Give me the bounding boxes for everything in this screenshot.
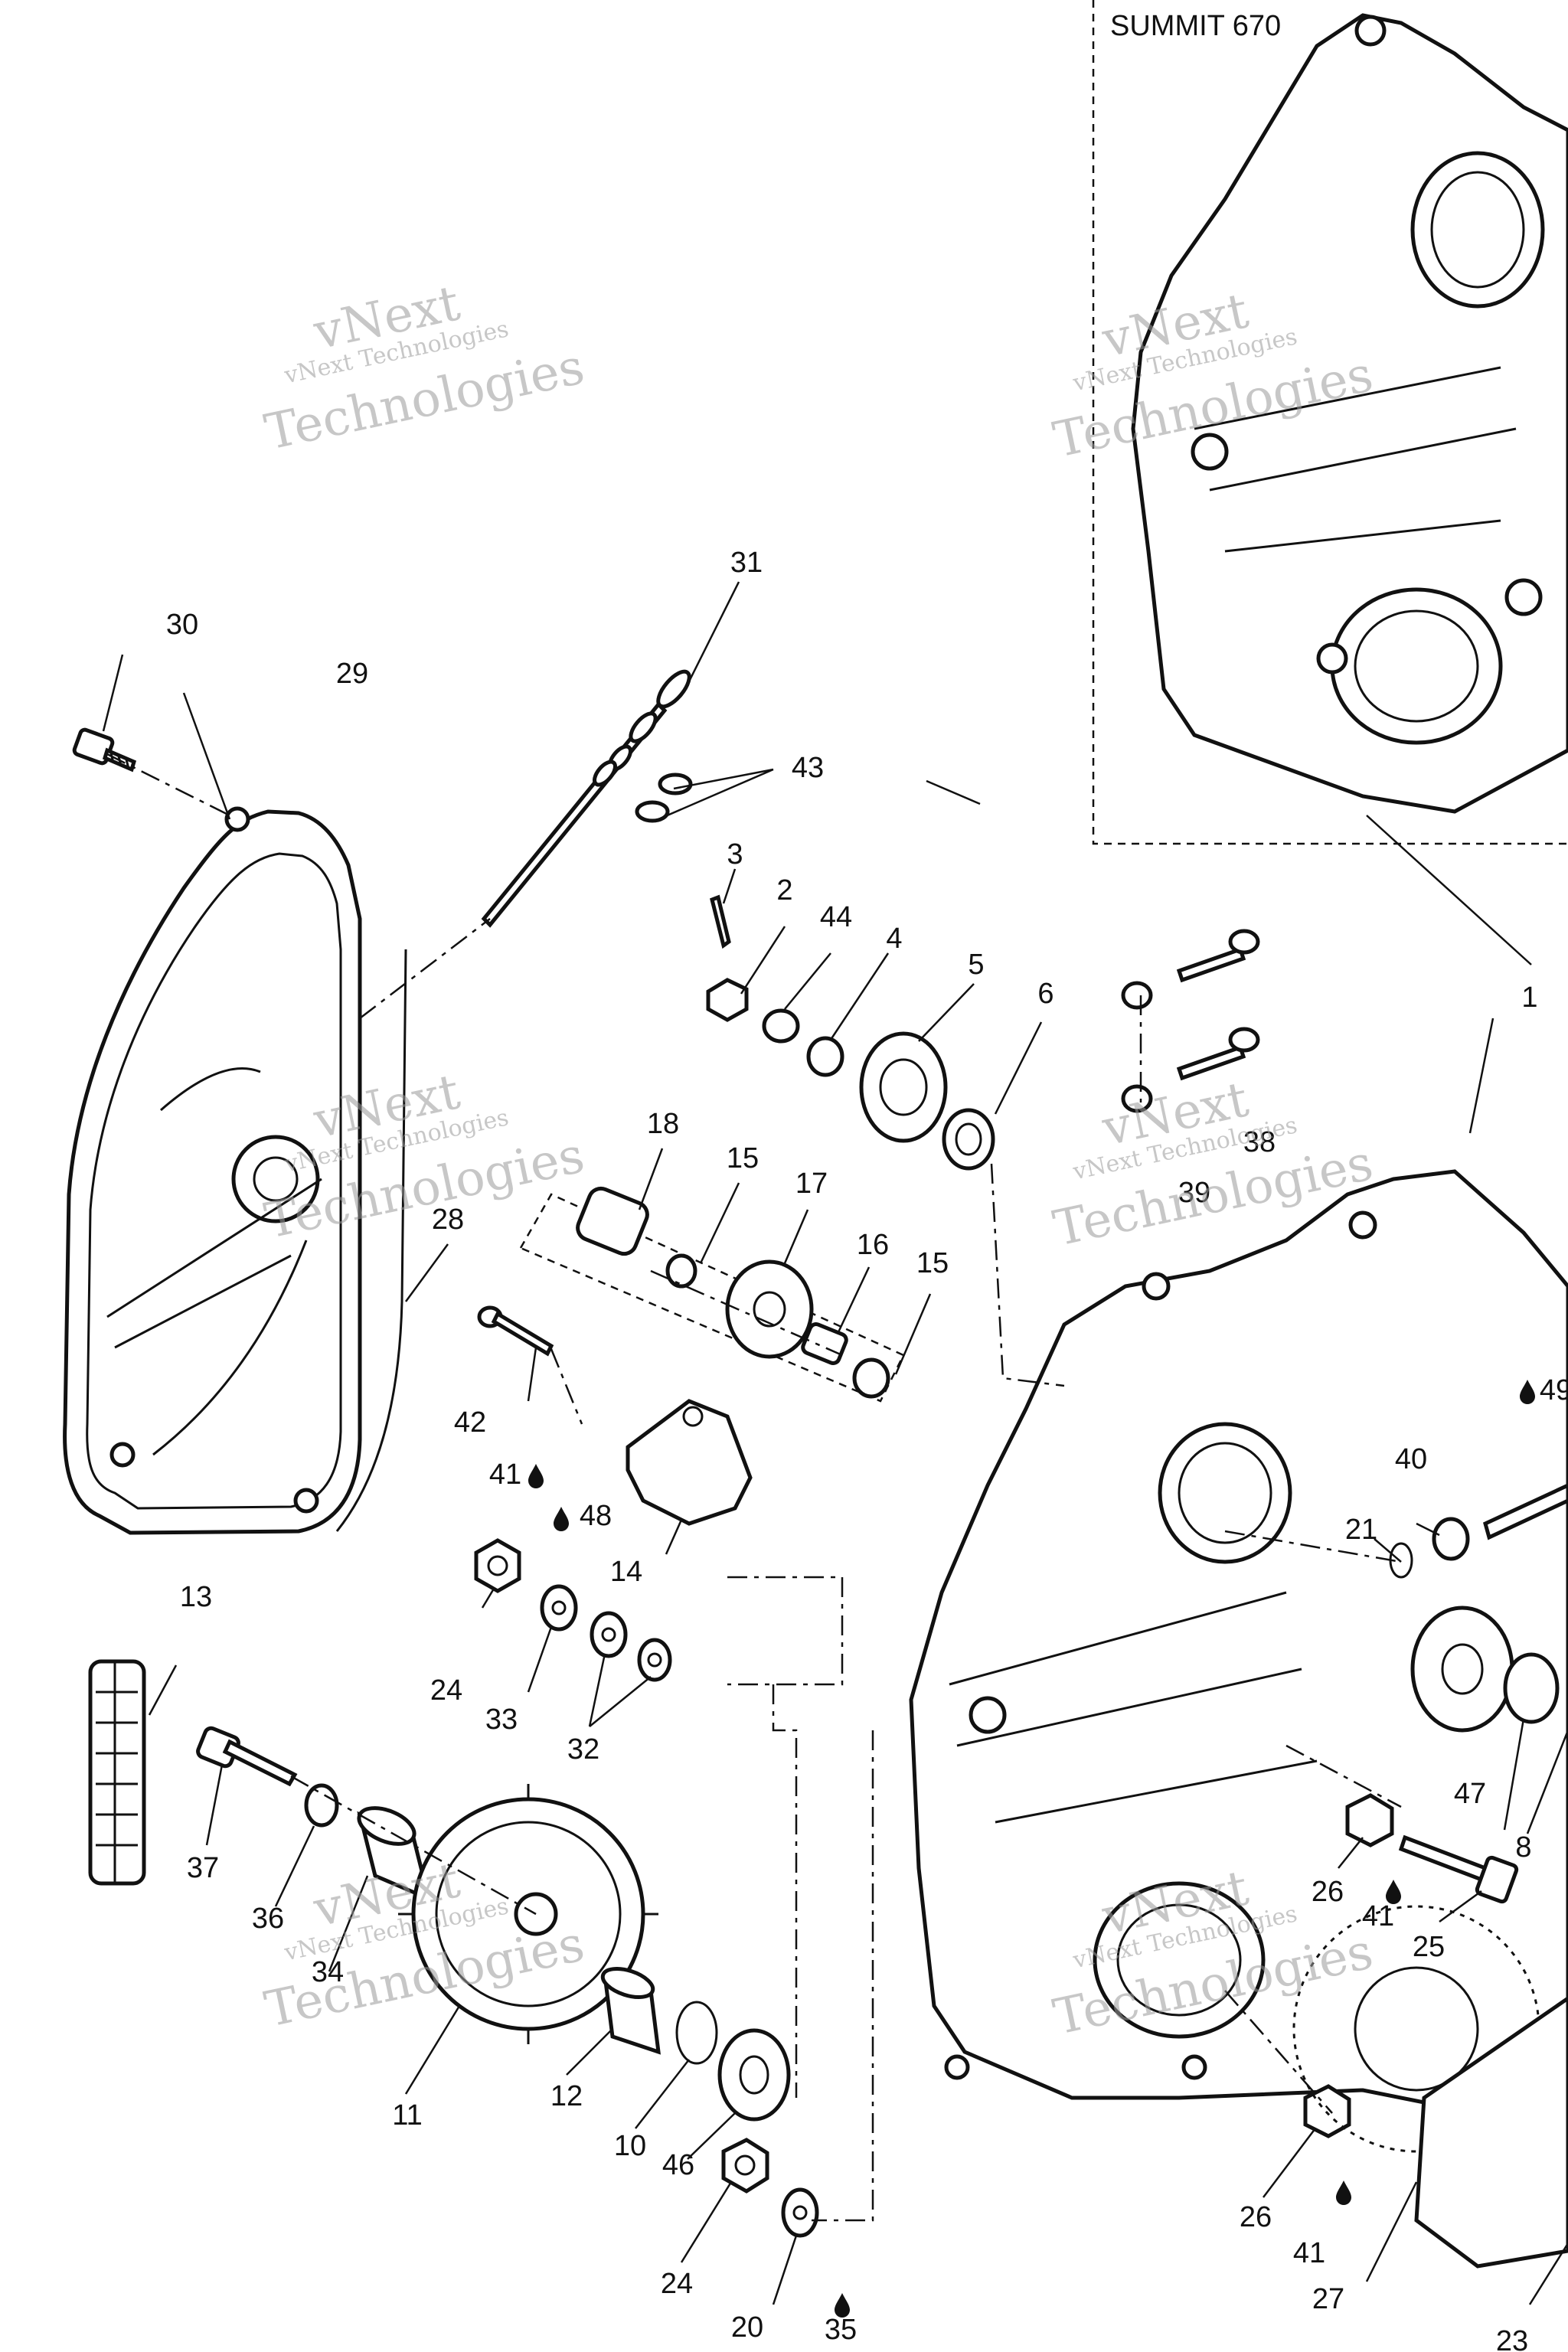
callout-numbers: 1 2 3 4 5 6 8 10 11 12 13 14 15 15 16 17… <box>166 547 1568 2352</box>
callout-11: 11 <box>392 2099 422 2132</box>
lower-hardware <box>196 1538 819 2238</box>
drive-chain <box>88 1659 146 1886</box>
grease-drop-icon <box>528 1464 544 1488</box>
callout-47: 47 <box>1454 1778 1486 1810</box>
callout-15-b: 15 <box>916 1247 949 1279</box>
callout-43: 43 <box>792 752 824 784</box>
callout-33: 33 <box>485 1704 518 1736</box>
grease-drop-icon <box>1386 1880 1401 1904</box>
callout-40: 40 <box>1395 1443 1427 1475</box>
callout-14: 14 <box>610 1556 642 1588</box>
watermark: vNext vNext Technologies Technologies <box>260 275 590 462</box>
main-chaincase-housing <box>909 1169 1568 2115</box>
inset-title: SUMMIT 670 <box>1110 10 1281 42</box>
grease-drop-icon <box>1520 1380 1535 1404</box>
callout-39: 39 <box>1178 1177 1210 1209</box>
grease-drop-icon <box>835 2293 850 2318</box>
callout-21: 21 <box>1345 1514 1377 1546</box>
chaincase-cover <box>63 806 362 1535</box>
callout-41-b: 41 <box>1362 1900 1394 1932</box>
grease-drop-icon <box>554 1507 569 1531</box>
gasket-line <box>335 949 407 1532</box>
callout-20: 20 <box>731 2311 763 2344</box>
callout-41-c: 41 <box>1293 2237 1325 2269</box>
callout-6: 6 <box>1037 978 1054 1010</box>
callout-36: 36 <box>252 1903 284 1935</box>
bolt-42 <box>477 1305 554 1357</box>
callout-48: 48 <box>580 1500 612 1532</box>
callout-5: 5 <box>968 949 984 981</box>
assembly-lines <box>106 753 1402 2222</box>
o-ring <box>658 773 693 795</box>
callout-30: 30 <box>166 609 198 641</box>
callout-17: 17 <box>795 1168 828 1200</box>
callout-12: 12 <box>550 2080 583 2112</box>
callout-28: 28 <box>432 1204 464 1236</box>
callout-4: 4 <box>886 923 902 955</box>
callout-38: 38 <box>1243 1126 1276 1158</box>
callout-26-b: 26 <box>1240 2201 1272 2233</box>
callout-15-a: 15 <box>727 1142 759 1174</box>
callout-1: 1 <box>1521 982 1537 1014</box>
leader-lines <box>102 581 1568 2305</box>
upper-sprocket-stack <box>706 894 995 1171</box>
callout-44: 44 <box>820 901 852 933</box>
callout-31: 31 <box>730 547 763 579</box>
summit-670-inset: SUMMIT 670 <box>1092 0 1568 845</box>
callout-41-a: 41 <box>489 1459 521 1491</box>
right-hardware <box>1121 929 1568 2269</box>
callout-32: 32 <box>567 1733 599 1766</box>
callout-23: 23 <box>1496 2325 1528 2352</box>
callout-49: 49 <box>1540 1374 1568 1406</box>
callout-18: 18 <box>647 1108 679 1140</box>
callout-26-a: 26 <box>1312 1876 1344 1908</box>
tensioner-group <box>519 1186 905 1526</box>
callout-27: 27 <box>1312 2283 1344 2315</box>
callout-16: 16 <box>857 1229 889 1261</box>
callout-13: 13 <box>180 1581 212 1613</box>
o-ring <box>635 800 670 823</box>
callout-29: 29 <box>336 658 368 690</box>
grease-drop-icons <box>528 1380 1535 2318</box>
callout-24-b: 24 <box>661 2268 693 2300</box>
callout-3: 3 <box>727 838 743 871</box>
callout-25: 25 <box>1413 1931 1445 1963</box>
callout-35: 35 <box>825 2314 857 2346</box>
callout-34: 34 <box>312 1956 344 1988</box>
callout-24-a: 24 <box>430 1674 462 1707</box>
callout-8: 8 <box>1515 1831 1531 1864</box>
callout-10: 10 <box>614 2130 646 2162</box>
callout-46: 46 <box>662 2149 694 2181</box>
callout-37: 37 <box>187 1852 219 1884</box>
callout-42: 42 <box>454 1406 486 1439</box>
adjuster-rod <box>481 669 691 928</box>
inset-housing <box>1131 13 1568 814</box>
callout-2: 2 <box>776 874 792 906</box>
grease-drop-icon <box>1336 2180 1351 2205</box>
